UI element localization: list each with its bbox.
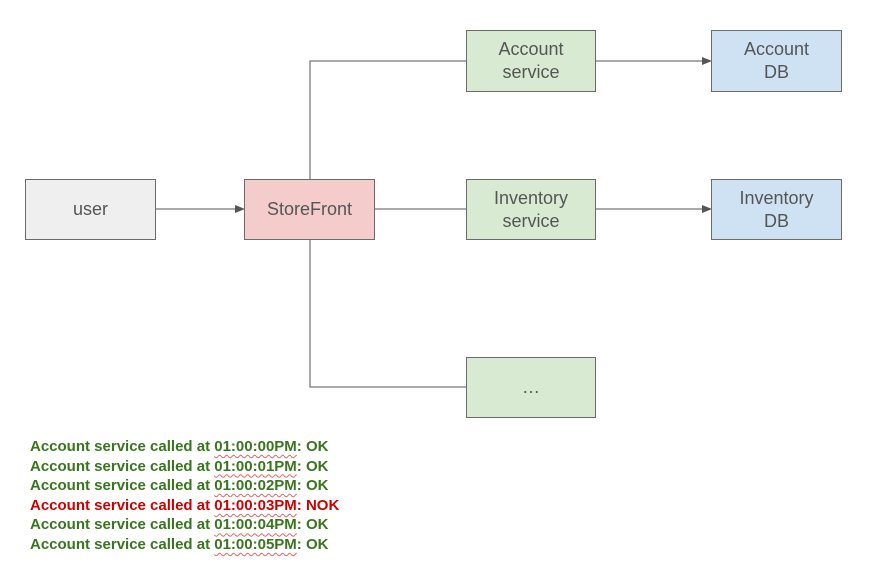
log-line-time: 01:00:03PM (214, 496, 297, 514)
log-line-time: 01:00:04PM (214, 516, 297, 534)
log-line-prefix: Account service called at (30, 496, 215, 514)
service-call-log: Account service called at 01:00:00PM: OK… (30, 437, 339, 555)
account-db-node: Account DB (711, 30, 842, 92)
user-node: user (25, 179, 156, 240)
log-line-prefix: Account service called at (30, 438, 215, 455)
storefront-node: StoreFront (244, 179, 375, 240)
log-line: Account service called at 01:00:00PM: OK (30, 437, 339, 457)
log-line-status: : OK (296, 438, 329, 455)
log-line-prefix: Account service called at (30, 535, 215, 553)
account-service-node: Account service (466, 30, 596, 92)
more-services-node: … (466, 357, 596, 418)
log-line-status: : OK (296, 535, 329, 553)
log-line-status: : NOK (296, 496, 340, 514)
edge-storefront-to-more-services (309, 240, 466, 388)
log-line: Account service called at 01:00:01PM: OK (30, 457, 339, 477)
log-line-prefix: Account service called at (30, 457, 215, 475)
log-line-time: 01:00:02PM (214, 477, 297, 495)
log-line: Account service called at 01:00:02PM: OK (30, 476, 339, 496)
log-line-status: : OK (296, 477, 329, 495)
log-line-prefix: Account service called at (30, 477, 215, 495)
log-line: Account service called at 01:00:05PM: OK (30, 535, 339, 555)
log-line-time: 01:00:01PM (214, 457, 297, 475)
log-line-time: 01:00:05PM (214, 535, 297, 553)
log-line: Account service called at 01:00:03PM: NO… (30, 496, 339, 516)
inventory-service-node: Inventory service (466, 179, 596, 240)
inventory-db-node: Inventory DB (711, 179, 842, 240)
log-line-status: : OK (296, 516, 329, 534)
log-line-status: : OK (296, 457, 329, 475)
log-line-prefix: Account service called at (30, 516, 215, 534)
log-line: Account service called at 01:00:04PM: OK (30, 515, 339, 535)
edge-storefront-to-account-service (309, 60, 466, 179)
log-line-time: 01:00:00PM (214, 438, 297, 455)
